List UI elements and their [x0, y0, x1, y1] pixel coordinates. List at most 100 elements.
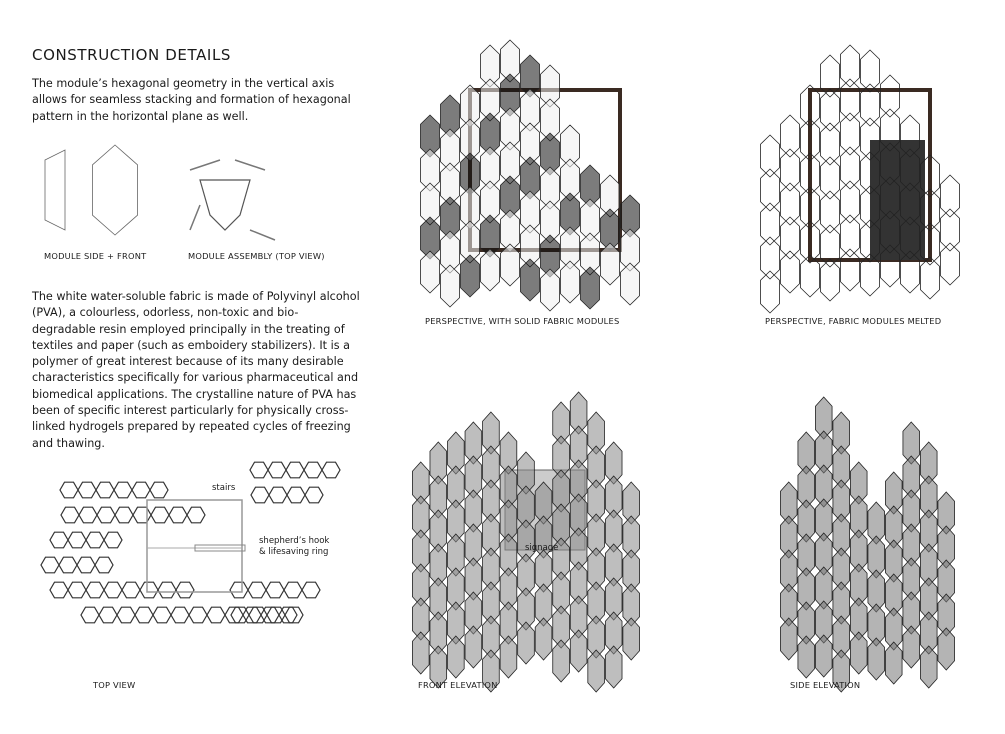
solid-fabric-module — [520, 258, 540, 302]
melted-fabric-module — [780, 148, 800, 192]
top-view-hex-module — [266, 606, 286, 624]
front-elevation-module — [447, 635, 465, 679]
melted-fabric-module — [800, 84, 820, 128]
stairs-platform — [146, 499, 243, 593]
top-view-hex-module — [131, 481, 151, 499]
solid-fabric-module — [500, 243, 520, 287]
top-view-hex-module — [229, 581, 249, 599]
melted-fabric-module — [840, 180, 860, 224]
top-view-hex-module — [94, 556, 114, 574]
melted-fabric-module — [900, 148, 920, 192]
label-signage: signage — [525, 543, 559, 553]
top-view-hex-module — [285, 461, 305, 479]
caption-perspective-solid: PERSPECTIVE, WITH SOLID FABRIC MODULES — [425, 316, 620, 326]
caption-side-elevation: SIDE ELEVATION — [790, 680, 861, 690]
top-view-hex-module — [247, 581, 267, 599]
melted-fabric-panel — [870, 140, 925, 260]
melted-fabric-module — [800, 118, 820, 162]
solid-fabric-module — [620, 262, 640, 306]
melted-fabric-module — [940, 174, 960, 218]
melted-fabric-module — [860, 151, 880, 195]
melted-fabric-module — [820, 88, 840, 132]
front-elevation-module — [517, 621, 535, 665]
top-view-hex-module — [248, 606, 268, 624]
front-elevation-module — [499, 635, 518, 679]
module-assembly-drawing — [199, 179, 251, 231]
label-hook-2: & lifesaving ring — [259, 547, 329, 557]
melted-fabric-module — [880, 108, 900, 152]
melted-fabric-module — [880, 142, 900, 186]
shepherds-hook — [194, 544, 246, 552]
side-elevation-module — [815, 634, 833, 678]
top-view-hex-module — [114, 506, 134, 524]
top-view-hex-module — [206, 606, 226, 624]
melted-fabric-module — [860, 253, 880, 297]
melted-fabric-module — [820, 122, 840, 166]
melted-fabric-module — [860, 49, 880, 93]
top-view-hex-module — [98, 606, 118, 624]
top-view-hex-module — [80, 606, 100, 624]
melted-fabric-module — [780, 216, 800, 260]
top-view-hex-module — [67, 531, 87, 549]
side-elevation-module — [920, 645, 938, 689]
side-elevation-module — [902, 625, 920, 669]
caption-top-view: TOP VIEW — [93, 680, 136, 690]
module-side-drawing — [44, 149, 66, 231]
top-view-hex-module — [76, 556, 96, 574]
melted-fabric-module — [920, 222, 940, 266]
melted-fabric-module — [800, 186, 820, 230]
top-view-hex-module — [267, 461, 287, 479]
melted-fabric-module — [820, 54, 840, 98]
melted-fabric-module — [900, 182, 920, 226]
caption-module-side-front: MODULE SIDE + FRONT — [44, 251, 147, 261]
front-elevation-module — [552, 639, 570, 683]
melted-fabric-module — [860, 185, 880, 229]
top-view-hex-module — [150, 506, 170, 524]
melted-fabric-module — [920, 154, 940, 198]
melted-fabric-module — [840, 214, 860, 258]
solid-fabric-module — [480, 248, 500, 292]
melted-fabric-module — [820, 258, 840, 302]
top-view-hex-module — [303, 461, 323, 479]
top-view-hex-module — [103, 531, 123, 549]
caption-perspective-melted: PERSPECTIVE, FABRIC MODULES MELTED — [765, 316, 942, 326]
front-elevation-module — [464, 625, 483, 669]
top-view-hex-module — [78, 506, 98, 524]
page-title: CONSTRUCTION DETAILS — [32, 46, 232, 64]
front-elevation-module — [622, 617, 640, 661]
melted-fabric-module — [860, 117, 880, 161]
melted-fabric-module — [920, 256, 940, 300]
top-view-hex-module — [116, 606, 136, 624]
solid-fabric-module — [600, 242, 620, 286]
front-elevation-module — [534, 617, 553, 661]
melted-fabric-module — [760, 236, 780, 280]
solid-fabric-module — [460, 254, 480, 298]
melted-fabric-module — [880, 176, 900, 220]
top-view-hex-module — [268, 486, 288, 504]
top-view-hex-module — [283, 581, 303, 599]
top-view-hex-module — [103, 581, 123, 599]
melted-fabric-module — [800, 254, 820, 298]
melted-fabric-module — [840, 112, 860, 156]
side-elevation-module — [780, 617, 798, 661]
top-view-hex-module — [77, 481, 97, 499]
melted-fabric-module — [920, 188, 940, 232]
top-view-hex-module — [157, 581, 177, 599]
top-view-hex-module — [139, 581, 159, 599]
melted-fabric-module — [840, 78, 860, 122]
melted-fabric-module — [840, 146, 860, 190]
melted-fabric-module — [800, 220, 820, 264]
top-view-hex-module — [59, 481, 79, 499]
melted-fabric-module — [940, 208, 960, 252]
top-view-hex-module — [286, 486, 306, 504]
melted-fabric-module — [840, 44, 860, 88]
side-elevation-module — [867, 637, 885, 681]
melted-fabric-module — [880, 74, 900, 118]
melted-fabric-module — [880, 244, 900, 288]
melted-fabric-module — [780, 182, 800, 226]
melted-fabric-module — [800, 152, 820, 196]
label-hook-1: shepherd’s hook — [259, 536, 330, 546]
top-view-hex-module — [301, 581, 321, 599]
melted-fabric-module — [760, 202, 780, 246]
melted-fabric-module — [820, 224, 840, 268]
